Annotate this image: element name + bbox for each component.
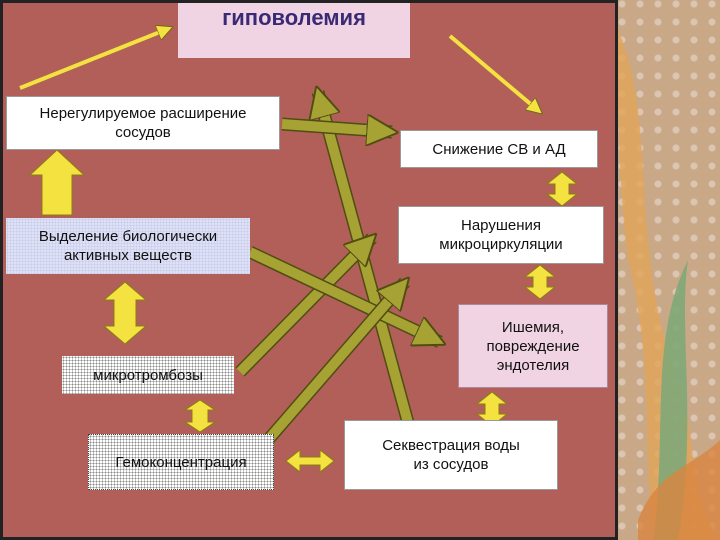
decorative-leaves bbox=[618, 30, 720, 540]
arrow-vasodilation-to-title bbox=[19, 28, 170, 90]
box-cardiac-output: Снижение СВ и АД bbox=[400, 130, 598, 168]
double-arrow-microcirc-ischemia bbox=[523, 264, 557, 300]
box-bioactive-substances: Выделение биологически активных веществ bbox=[6, 218, 250, 274]
double-arrow-bioactive-microthrombi bbox=[102, 281, 148, 345]
arrow-title-to-cardiac-output bbox=[448, 34, 540, 112]
arrow-bioactive-to-vasodilation bbox=[28, 149, 86, 216]
double-arrow-hemoconc-sequestration bbox=[285, 448, 335, 474]
decorative-side-panel bbox=[618, 0, 720, 540]
box-hemoconcentration: Гемоконцентрация bbox=[88, 434, 274, 490]
box-microthrombosis: микротромбозы bbox=[62, 356, 234, 394]
double-arrow-cardiac-microcirc bbox=[545, 171, 579, 207]
box-ischemia: Ишемия, повреждение эндотелия bbox=[458, 304, 608, 388]
double-arrow-microthrombi-hemoconc bbox=[183, 399, 217, 433]
title-hypovolemia: гиповолемия bbox=[178, 0, 410, 58]
box-microcirculation: Нарушения микроциркуляции bbox=[398, 206, 604, 264]
box-vasodilation: Нерегулируемое расширение сосудов bbox=[6, 96, 280, 150]
box-sequestration: Секвестрация воды из сосудов bbox=[344, 420, 558, 490]
